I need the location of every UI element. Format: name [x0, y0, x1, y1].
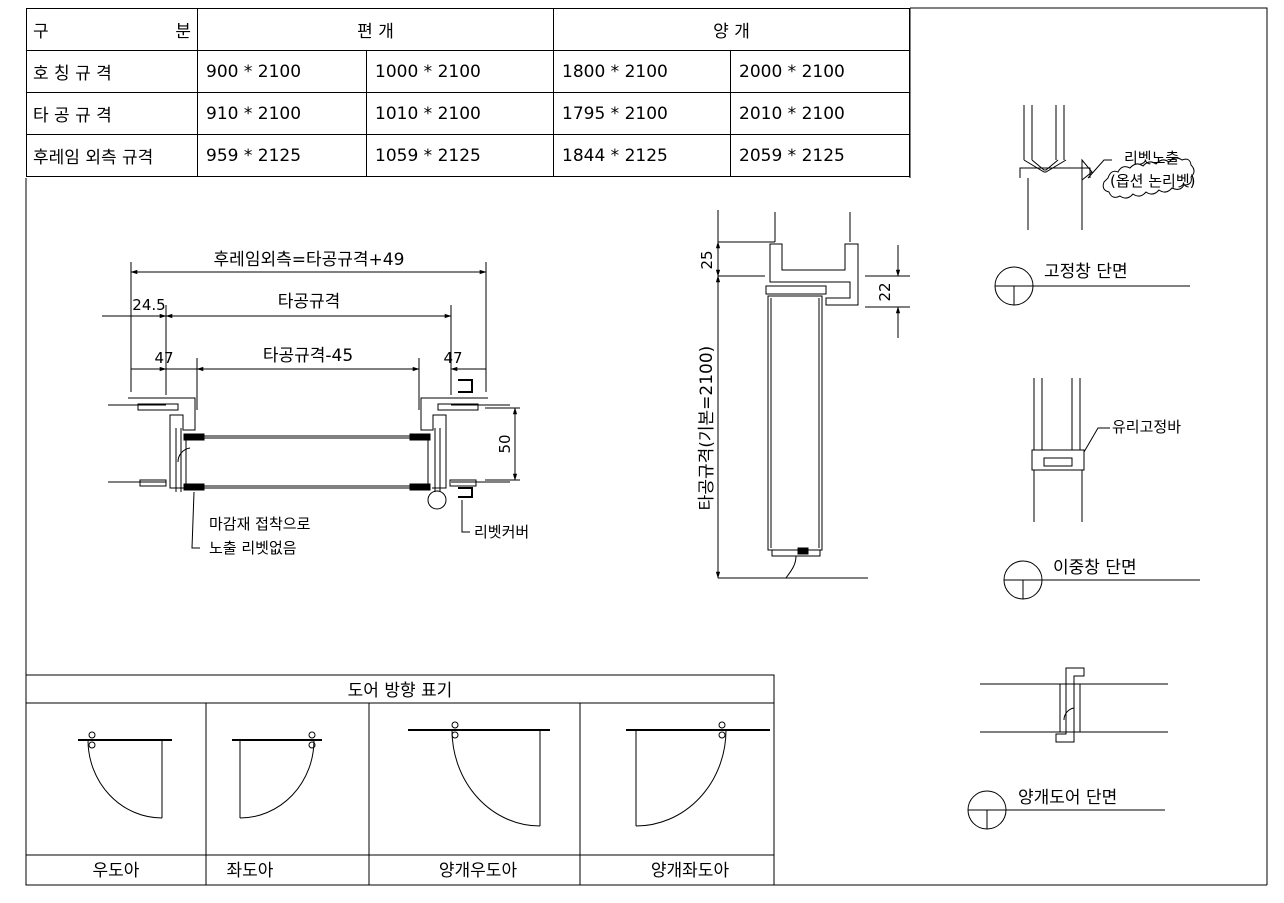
spec-header-single: 편 개	[197, 8, 554, 51]
dim-24-5-label: 24.5	[132, 296, 165, 314]
table-cell: 2000 * 2100	[730, 50, 910, 93]
double-door-title: 양개도어 단면	[1018, 788, 1117, 808]
door-direction-label: 좌도아	[227, 861, 274, 881]
double-right-door-symbol	[408, 721, 550, 827]
fixed-window-title: 고정창 단면	[1044, 262, 1128, 282]
double-window-detail	[1003, 378, 1200, 600]
table-cell: 1059 * 2125	[366, 134, 554, 177]
right-door-symbol	[78, 731, 172, 819]
dim-frame-outside-label: 후레임외측=타공규격+49	[214, 250, 405, 270]
plan-view	[102, 262, 520, 549]
note-rivet-cover: 리벳커버	[474, 523, 529, 541]
drawing-border	[25, 7, 1268, 886]
table-cell: 1000 * 2100	[366, 50, 554, 93]
dim-25-label: 25	[698, 250, 716, 269]
dim-47-right-label: 47	[443, 349, 462, 367]
table-cell: 900 * 2100	[197, 50, 367, 93]
fixed-rivet-option: (옵션 논리벳)	[1110, 172, 1195, 190]
table-cell: 1010 * 2100	[366, 92, 554, 135]
door-direction-title: 도어 방향 표기	[348, 681, 453, 701]
double-door-detail	[967, 667, 1168, 830]
table-cell: 959 * 2125	[197, 134, 367, 177]
spec-header-double: 양 개	[553, 8, 910, 51]
section-view	[715, 210, 910, 579]
table-cell: 1800 * 2100	[553, 50, 731, 93]
table-cell: 1844 * 2125	[553, 134, 731, 177]
door-direction-label: 우도아	[93, 861, 140, 881]
dim-cutout-label: 타공규격	[278, 292, 341, 312]
table-cell: 2059 * 2125	[730, 134, 910, 177]
row-label-nominal: 호 칭 규 격	[26, 50, 198, 93]
table-cell: 910 * 2100	[197, 92, 367, 135]
table-row: 후레임 외측 규격 959 * 2125 1059 * 2125 1844 * …	[26, 134, 910, 177]
door-direction-label: 양개우도아	[439, 861, 518, 881]
row-label-frame-outside: 후레임 외측 규격	[26, 134, 198, 177]
dim-50-label: 50	[496, 434, 514, 453]
glass-bar-note: 유리고정바	[1112, 418, 1181, 436]
door-direction-label: 양개좌도아	[651, 861, 730, 881]
option-cloud	[1102, 157, 1195, 199]
fixed-rivet-note: 리벳노출	[1124, 149, 1179, 167]
table-row: 호 칭 규 격 900 * 2100 1000 * 2100 1800 * 21…	[26, 50, 910, 93]
dim-inner-label: 타공규격-45	[263, 346, 353, 366]
double-window-title: 이중창 단면	[1053, 558, 1137, 578]
fixed-window-detail	[994, 105, 1190, 306]
note-adhesive-line1: 마감재 접착으로	[209, 515, 311, 533]
note-adhesive-line2: 노출 리벳없음	[209, 539, 297, 557]
dim-22-label: 22	[876, 282, 894, 301]
double-left-door-symbol	[626, 721, 770, 827]
dim-height-label: 타공규격(기본=2100)	[697, 346, 717, 511]
door-direction-table	[25, 674, 775, 886]
dim-47-left-label: 47	[154, 349, 173, 367]
left-door-symbol	[232, 731, 322, 819]
table-cell: 1795 * 2100	[553, 92, 731, 135]
